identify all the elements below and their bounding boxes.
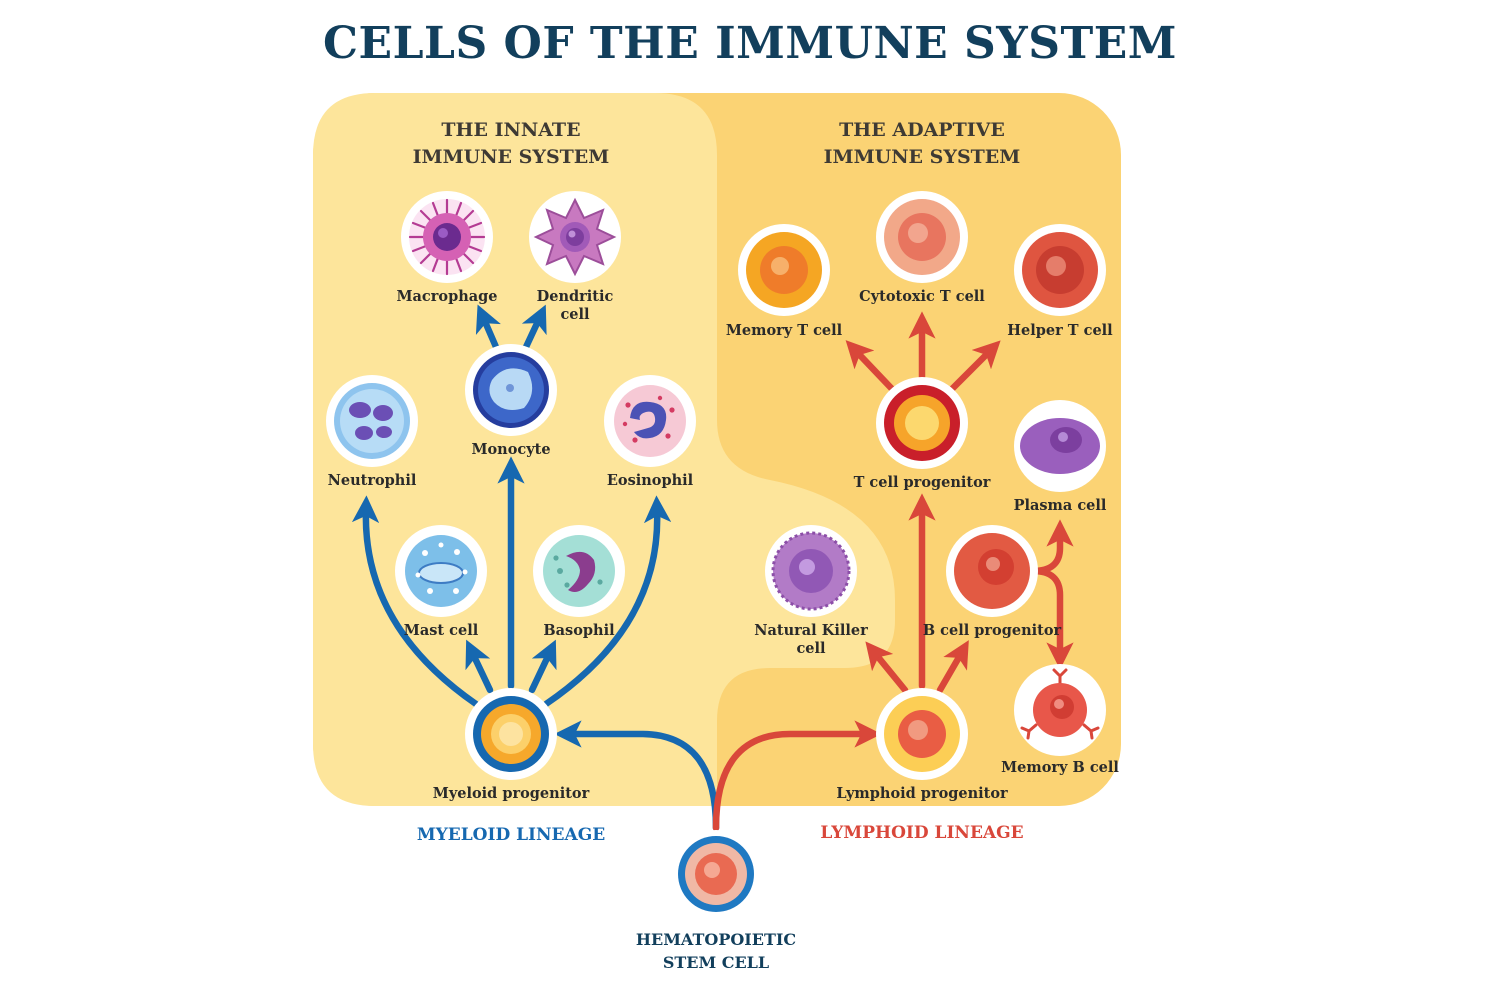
label-memory-b-cell: Memory B cell xyxy=(1001,759,1119,776)
label-lymphoid-progenitor: Lymphoid progenitor xyxy=(836,785,1008,802)
basophil-icon xyxy=(533,525,625,617)
label-basophil: Basophil xyxy=(543,622,615,639)
eosinophil-icon xyxy=(604,375,696,467)
label-memory-t-cell: Memory T cell xyxy=(725,322,843,339)
arrow-to-basophil xyxy=(528,639,557,694)
label-b-cell-progenitor: B cell progenitor xyxy=(922,622,1062,639)
arrow-to-neutrophil xyxy=(351,495,480,708)
macrophage-icon xyxy=(401,191,493,283)
mast-cell-icon xyxy=(395,525,487,617)
label-myeloid-progenitor: Myeloid progenitor xyxy=(432,785,590,802)
arrow-to-helper xyxy=(947,340,1001,394)
arrow-to-macrophage xyxy=(475,304,501,351)
dendritic-cell-icon xyxy=(529,191,621,283)
lymphoid-arrows xyxy=(712,311,1074,832)
natural-killer-cell-icon xyxy=(765,525,857,617)
adaptive-section-title: THE ADAPTIVE IMMUNE SYSTEM xyxy=(823,119,1021,168)
memory-b-cell-icon xyxy=(1014,664,1106,756)
label-natural-killer: Natural Killer cell xyxy=(754,622,868,657)
label-helper-t-cell: Helper T cell xyxy=(1007,322,1113,339)
label-dendritic: Dendritic cell xyxy=(536,288,614,323)
monocyte-icon xyxy=(465,344,557,436)
t-cell-progenitor-icon xyxy=(876,377,968,469)
label-monocyte: Monocyte xyxy=(471,441,551,458)
arrow-to-memory-t xyxy=(845,340,897,394)
cytotoxic-t-cell-icon xyxy=(876,191,968,283)
arrow-to-dendritic xyxy=(521,304,547,351)
memory-t-cell-icon xyxy=(738,224,830,316)
page-title: CELLS OF THE IMMUNE SYSTEM xyxy=(323,18,1177,69)
hematopoietic-stem-cell-icon xyxy=(672,830,760,918)
arrow-stem-to-lymphoid xyxy=(712,720,882,832)
label-t-cell-progenitor: T cell progenitor xyxy=(853,474,991,491)
arrow-to-eosinophil xyxy=(542,495,672,708)
label-hematopoietic-stem-cell: HEMATOPOIETIC STEM CELL xyxy=(635,930,797,972)
label-plasma-cell: Plasma cell xyxy=(1013,497,1107,514)
lymphoid-progenitor-icon xyxy=(876,688,968,780)
label-macrophage: Macrophage xyxy=(396,288,498,305)
label-cytotoxic-t-cell: Cytotoxic T cell xyxy=(859,288,985,305)
neutrophil-icon xyxy=(326,375,418,467)
label-neutrophil: Neutrophil xyxy=(327,472,417,489)
helper-t-cell-icon xyxy=(1014,224,1106,316)
lymphoid-lineage-label: LYMPHOID LINEAGE xyxy=(820,823,1024,843)
myeloid-lineage-label: MYELOID LINEAGE xyxy=(416,825,606,845)
myeloid-progenitor-icon xyxy=(465,688,557,780)
innate-section-title: THE INNATE IMMUNE SYSTEM xyxy=(412,119,610,168)
label-eosinophil: Eosinophil xyxy=(606,472,694,489)
arrow-b-fork-down xyxy=(1029,567,1074,670)
b-cell-progenitor-icon xyxy=(946,525,1038,617)
plasma-cell-icon xyxy=(1014,400,1106,492)
arrow-to-nk xyxy=(865,641,909,694)
arrow-to-b-progenitor xyxy=(936,640,969,694)
label-mast-cell: Mast cell xyxy=(403,622,479,639)
arrow-to-mast xyxy=(465,639,494,694)
